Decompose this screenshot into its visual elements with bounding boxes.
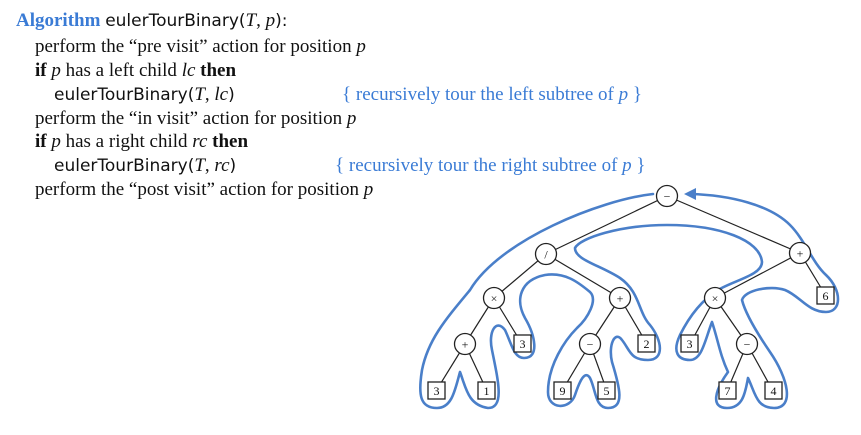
pre-visit-text: perform the “pre visit” action for posit…	[35, 36, 357, 57]
call-right: eulerTourBinary(	[54, 156, 195, 176]
operator-node: −	[735, 332, 759, 356]
operator-node: +	[608, 286, 632, 310]
pre-visit-var: p	[356, 36, 366, 57]
operator-node: +	[453, 332, 477, 356]
tour-arrowhead	[684, 188, 696, 200]
call-left-sep: ,	[204, 84, 215, 105]
call-left-close: )	[228, 85, 235, 105]
algorithm-keyword: Algorithm	[16, 10, 101, 31]
line-if-left: if p has a left child lc then	[35, 60, 236, 82]
svg-text:3: 3	[434, 384, 440, 398]
svg-text:7: 7	[725, 384, 731, 398]
operator-node: /	[534, 242, 558, 266]
in-visit-text: perform the “in visit” action for positi…	[35, 108, 347, 129]
call-left-t: T	[194, 84, 205, 105]
svg-text:3: 3	[687, 337, 693, 351]
comment-left-text: { recursively tour the left subtree of	[342, 84, 619, 105]
param-sep: ,	[256, 10, 266, 31]
tree-operator-nodes: − / + × + × + − −	[453, 184, 812, 356]
call-left: eulerTourBinary(	[54, 85, 195, 105]
leaf-node: 4	[764, 381, 783, 400]
comment-right-var: p	[622, 155, 632, 176]
svg-text:6: 6	[823, 289, 829, 303]
then-keyword: then	[212, 131, 249, 152]
algorithm-header: Algorithm eulerTourBinary(T, p):	[16, 10, 287, 32]
svg-text:−: −	[664, 190, 671, 204]
svg-text:−: −	[587, 338, 594, 352]
svg-text:/: /	[544, 248, 548, 262]
leaf-node: 1	[477, 381, 496, 400]
leaf-node: 5	[597, 381, 616, 400]
svg-text:5: 5	[604, 384, 610, 398]
svg-text:2: 2	[644, 337, 650, 351]
svg-text:3: 3	[520, 337, 526, 351]
comment-right-text: { recursively tour the right subtree of	[335, 155, 623, 176]
call-right-sep: ,	[204, 155, 215, 176]
if-right-text: has a right child	[60, 131, 193, 152]
svg-text:+: +	[617, 292, 624, 306]
param-p: p	[265, 10, 276, 31]
leaf-node: 2	[637, 334, 656, 353]
param-t: T	[245, 10, 257, 31]
call-right-close: )	[229, 156, 237, 176]
if-keyword: if	[35, 60, 47, 81]
operator-node: −	[578, 332, 602, 356]
operator-node: ×	[482, 286, 506, 310]
svg-text:+: +	[462, 338, 469, 352]
svg-text:×: ×	[491, 292, 498, 306]
call-right-arg: rc	[214, 155, 230, 176]
if-var-p: p	[51, 131, 61, 152]
if-var-lc: lc	[181, 60, 196, 81]
leaf-node: 3	[513, 334, 532, 353]
operator-node: +	[788, 241, 812, 265]
svg-text:4: 4	[771, 384, 777, 398]
then-keyword: then	[200, 60, 237, 81]
call-left-arg: lc	[214, 84, 229, 105]
operator-node: ×	[703, 286, 727, 310]
post-visit-text: perform the “post visit” action for posi…	[35, 179, 364, 200]
leaf-node: 7	[718, 381, 737, 400]
post-visit-var: p	[363, 179, 374, 200]
svg-text:−: −	[744, 338, 751, 352]
line-in-visit: perform the “in visit” action for positi…	[35, 108, 356, 130]
comment-right: { recursively tour the right subtree of …	[335, 155, 646, 177]
params-close: ):	[275, 11, 288, 31]
leaf-node: 3	[427, 381, 446, 400]
algorithm-name: eulerTourBinary	[105, 11, 239, 31]
comment-left-close: }	[628, 84, 642, 105]
svg-text:×: ×	[712, 292, 719, 306]
if-left-text: has a left child	[60, 60, 182, 81]
svg-text:+: +	[797, 247, 804, 261]
operator-node: −	[655, 184, 679, 208]
line-post-visit: perform the “post visit” action for posi…	[35, 179, 373, 201]
call-right-t: T	[194, 155, 205, 176]
if-var-rc: rc	[192, 131, 208, 152]
euler-tour-path	[418, 192, 840, 410]
line-call-right: eulerTourBinary(T, rc)	[54, 155, 236, 177]
if-var-p: p	[51, 60, 61, 81]
tree-leaf-nodes: 3 1 3 9 5 2 3 7 4 6	[427, 286, 835, 400]
comment-left-var: p	[618, 84, 629, 105]
comment-right-close: }	[631, 155, 646, 176]
svg-text:1: 1	[484, 384, 490, 398]
leaf-node: 6	[816, 286, 835, 305]
in-visit-var: p	[346, 108, 357, 129]
line-if-right: if p has a right child rc then	[35, 131, 248, 153]
if-keyword: if	[35, 131, 47, 152]
params-open: (	[238, 11, 246, 31]
svg-text:9: 9	[560, 384, 566, 398]
comment-left: { recursively tour the left subtree of p…	[342, 84, 642, 106]
leaf-node: 3	[680, 334, 699, 353]
leaf-node: 9	[553, 381, 572, 400]
line-pre-visit: perform the “pre visit” action for posit…	[35, 36, 366, 58]
line-call-left: eulerTourBinary(T, lc)	[54, 84, 235, 106]
